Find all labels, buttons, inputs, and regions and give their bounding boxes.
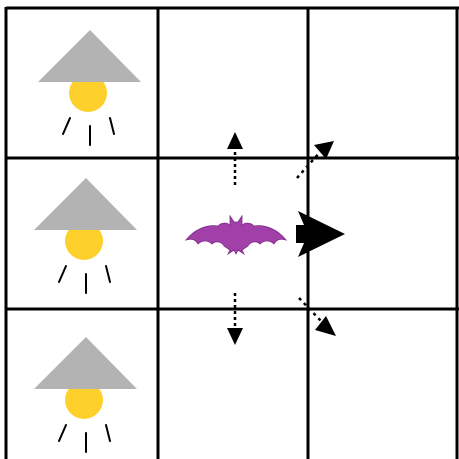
move-down-arrow	[227, 293, 243, 345]
lamp-icon	[38, 30, 141, 145]
lamp-rays	[59, 425, 110, 452]
move-down-right-arrow	[299, 298, 336, 336]
bat-body	[186, 216, 286, 254]
lamp-shade	[34, 178, 137, 230]
lamp-rays	[63, 118, 114, 145]
lamp-shade	[38, 30, 141, 82]
lamp-icon	[34, 337, 137, 452]
move-right-arrow	[296, 211, 345, 257]
lamp-rays	[59, 266, 110, 293]
lamp-shade	[34, 337, 137, 389]
lamp-icon	[34, 178, 137, 293]
bat-icon	[186, 216, 286, 254]
